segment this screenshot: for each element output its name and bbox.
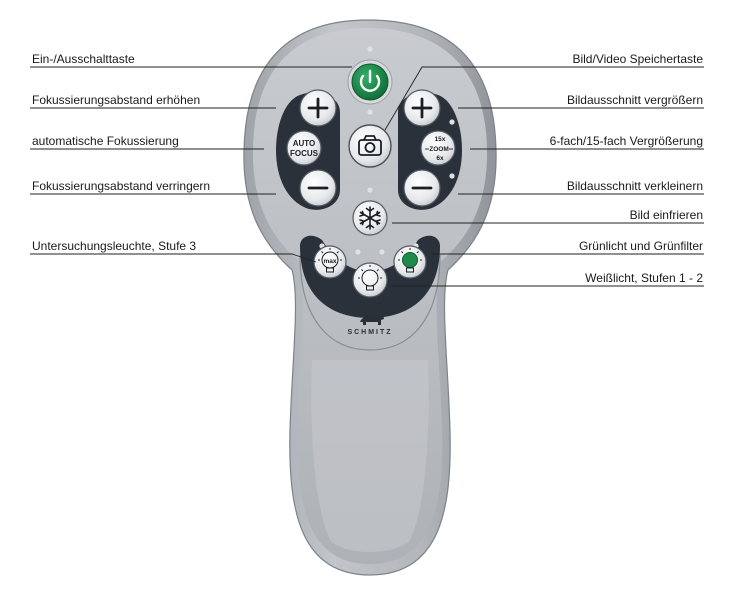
label-exam-light: Untersuchungsleuchte, Stufe 3 (32, 239, 196, 253)
label-green-light: Grünlicht und Grünfilter (579, 239, 703, 253)
save-button[interactable] (348, 124, 392, 168)
power-button[interactable] (347, 59, 393, 105)
indicator-dot (379, 249, 385, 255)
autofocus-label-line2: FOCUS (290, 149, 319, 158)
green-light-button[interactable] (393, 245, 427, 279)
leader-lines (30, 66, 704, 287)
brand-logo: SCHMITZ (347, 315, 392, 336)
right-labels: Bild/Video Speichertaste Bildausschnitt … (550, 52, 704, 285)
zoom-plus-button[interactable] (403, 89, 441, 127)
zoom-factor-button[interactable]: 15x ZOOM 6x (420, 130, 456, 166)
bulb-icon (358, 265, 382, 291)
grip-highlight (311, 360, 429, 552)
snowflake-icon (359, 206, 381, 230)
power-icon (359, 69, 381, 92)
leader-exam-light (30, 253, 317, 263)
indicator-dot (367, 46, 373, 52)
freeze-button[interactable] (352, 200, 388, 236)
green-lamp-icon (398, 248, 422, 273)
label-focus-plus: Fokussierungsabstand erhöhen (32, 93, 200, 107)
exam-light-button[interactable]: max (313, 245, 347, 279)
plus-icon (307, 97, 329, 119)
autofocus-button[interactable]: AUTO FOCUS (286, 130, 322, 166)
left-labels: Ein-/Ausschalttaste Fokussierungsabstand… (32, 52, 210, 253)
white-light-button[interactable] (352, 262, 388, 298)
zoom-minus-button[interactable] (403, 169, 441, 207)
indicator-dot (367, 109, 373, 115)
bull-icon (360, 315, 384, 325)
plus-icon (411, 97, 433, 119)
leader-save (384, 66, 704, 131)
light-panel-outline (299, 254, 441, 351)
label-zoom-plus: Bildausschnitt vergrößern (567, 93, 703, 107)
label-save: Bild/Video Speichertaste (572, 52, 703, 66)
focus-plus-button[interactable] (299, 89, 337, 127)
indicator-dot (449, 173, 455, 179)
zoom-label-top: 15x (435, 136, 446, 143)
indicator-dot (449, 119, 455, 125)
label-zoom-minus: Bildausschnitt verkleinern (567, 179, 703, 193)
indicator-dot (367, 187, 373, 193)
label-autofocus: automatische Fokussierung (32, 134, 179, 148)
max-label: max (323, 258, 336, 265)
label-white-light: Weißlicht, Stufen 1 - 2 (585, 271, 703, 285)
lamp-icon (318, 248, 342, 273)
camera-icon (358, 135, 382, 156)
zoom-label-mid: ZOOM (429, 146, 449, 153)
zoom-label-bottom: 6x (436, 155, 444, 162)
autofocus-label-line1: AUTO (293, 139, 316, 148)
brand-name: SCHMITZ (347, 329, 392, 336)
label-power: Ein-/Ausschalttaste (32, 52, 135, 66)
label-freeze: Bild einfrieren (630, 208, 703, 222)
indicator-dot (355, 249, 361, 255)
label-zoom-factor: 6-fach/15-fach Vergrößerung (550, 134, 703, 148)
focus-minus-button[interactable] (299, 169, 337, 207)
label-focus-minus: Fokussierungsabstand verringern (32, 179, 210, 193)
